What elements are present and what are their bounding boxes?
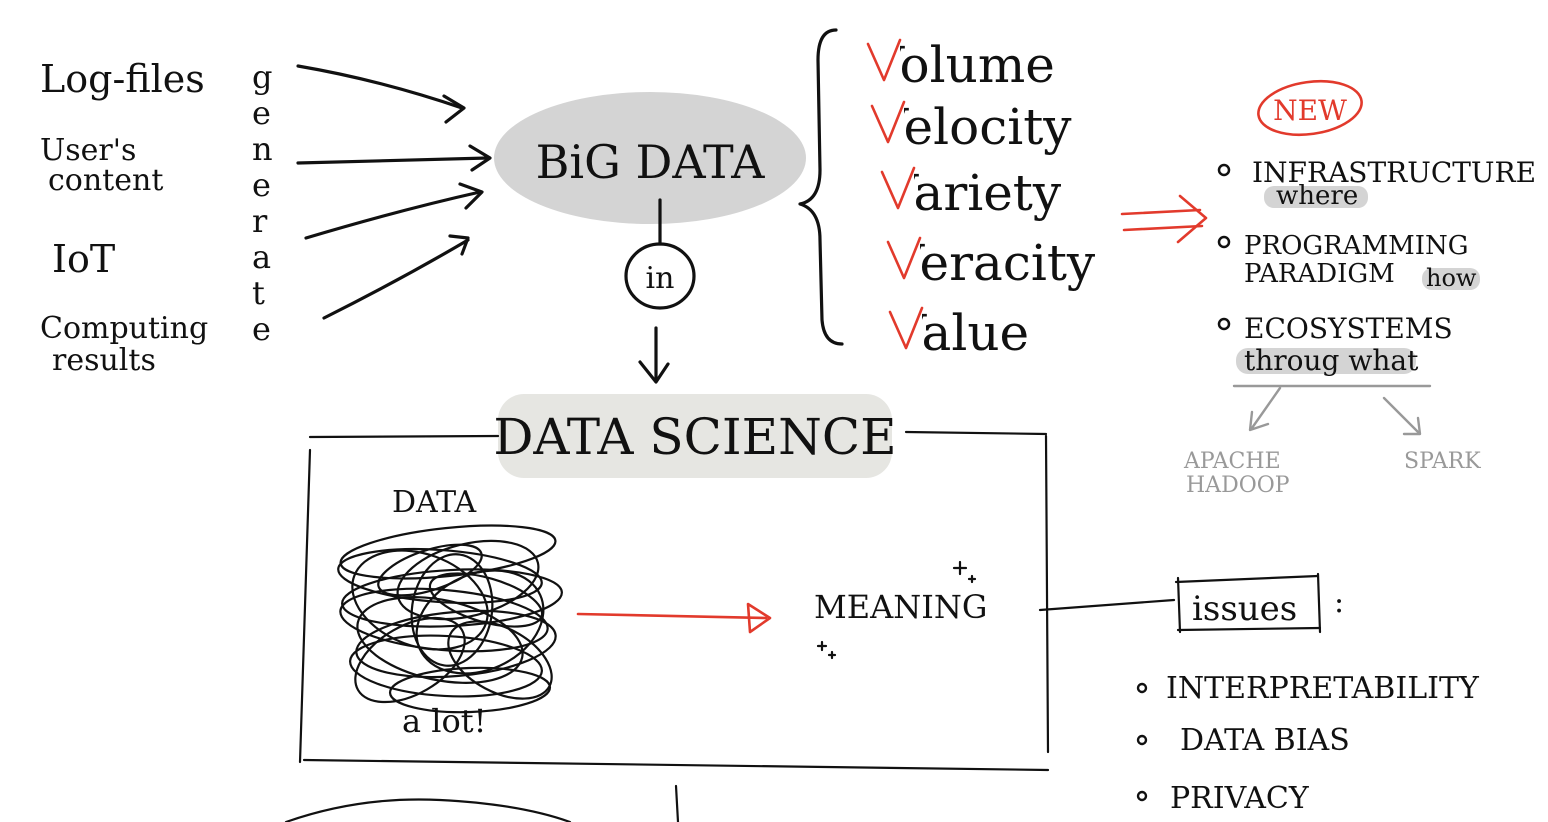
eco-apache: APACHE: [1183, 449, 1281, 474]
sources-group: Log-files User's content IoT Computing r…: [40, 57, 208, 378]
bullet-dot: [1136, 790, 1148, 802]
arrow-line: [322, 238, 470, 320]
generate-letter: e: [252, 166, 271, 204]
new-badge-circle: [1257, 79, 1363, 137]
new-badge-label: NEW: [1273, 94, 1347, 127]
in-label: in: [646, 261, 675, 296]
grey-arrow-head: [1402, 416, 1422, 436]
scribble: [337, 524, 563, 714]
curly-brace: [798, 28, 844, 346]
highlight: [1236, 348, 1416, 374]
source-computing: Computing: [40, 311, 208, 346]
bullet-how: how: [1426, 264, 1477, 292]
generate-letter: e: [252, 310, 271, 348]
bullet-ecosystems: ECOSYSTEMS: [1244, 312, 1453, 345]
source-log-files: Log-files: [40, 57, 205, 101]
bullet-infrastructure: INFRASTRUCTURE: [1252, 156, 1536, 189]
source-iot: IoT: [52, 237, 115, 281]
arrow-line: [304, 190, 482, 240]
source-results: results: [52, 343, 156, 378]
sparkle-icon: [952, 560, 977, 584]
generate-word: g e n e r a t e: [252, 58, 273, 348]
v-velocity: Velocity: [871, 98, 1072, 156]
data-label: DATA: [392, 485, 476, 520]
generate-letter: t: [252, 274, 265, 312]
highlight: [1264, 186, 1368, 208]
issues-colon: :: [1334, 585, 1344, 620]
eco-hadoop: HADOOP: [1186, 473, 1290, 498]
bullet-dot: [1136, 734, 1148, 746]
meaning-label: MEANING: [814, 588, 987, 626]
red-v-mark: [888, 306, 924, 350]
new-badge: NEW: [1257, 79, 1363, 137]
grey-arrow-head: [1248, 410, 1270, 432]
red-v-mark: [880, 166, 916, 210]
arrow-head: [448, 234, 470, 256]
highlight: [1422, 268, 1480, 290]
issues-connector: [1038, 598, 1176, 612]
meaning-node: MEANING: [814, 560, 987, 660]
issues-node: issues :: [1174, 572, 1344, 634]
bullet-programming: PROGRAMMING: [1244, 231, 1469, 261]
v-veracity: Veracity: [887, 234, 1096, 292]
bullet-dot: [1217, 235, 1231, 249]
meaning-arrow: [576, 602, 772, 634]
source-content: content: [48, 163, 163, 198]
eco-spark: SPARK: [1404, 449, 1481, 474]
arrow-head: [468, 144, 492, 172]
arrow-head: [442, 94, 466, 124]
a-lot-label: a lot!: [402, 702, 486, 740]
red-double-arrow: [1120, 194, 1208, 244]
bottom-fragments: [284, 784, 680, 822]
arrow-head: [458, 182, 484, 210]
generate-letter: g: [252, 58, 272, 96]
issues-list: INTERPRETABILITY DATA BIAS PRIVACY: [1136, 671, 1480, 816]
generate-letter: a: [252, 238, 271, 276]
red-v-mark: [886, 236, 922, 280]
bullet-dot: [1217, 163, 1231, 177]
issue-data-bias: DATA BIAS: [1180, 723, 1350, 758]
bullet-dot: [1136, 682, 1148, 694]
bullet-list: INFRASTRUCTURE where PROGRAMMING PARADIG…: [1183, 156, 1536, 498]
tangled-data: DATA a lot!: [337, 485, 563, 740]
data-science-header: DATA SCIENCE: [493, 394, 897, 478]
arrow-line: [296, 64, 464, 110]
in-circle: [624, 242, 696, 310]
issues-label: issues: [1192, 589, 1297, 629]
source-arrows: [296, 64, 492, 320]
sparkle-icon: [816, 640, 837, 660]
v-list: Volume Velocity Variety Veracity Value: [866, 36, 1096, 362]
bullet-throug-what: throug what: [1244, 344, 1419, 377]
issue-privacy: PRIVACY: [1170, 781, 1310, 816]
grey-arrow: [1382, 396, 1420, 434]
data-science-label: DATA SCIENCE: [493, 408, 896, 466]
red-v-mark: [870, 100, 906, 144]
data-science-highlight: [498, 394, 892, 478]
bullet-dot: [1217, 317, 1231, 331]
big-data-blob: [494, 92, 806, 224]
generate-letter: n: [252, 130, 273, 168]
data-science-box: [298, 430, 1050, 772]
red-v-mark: [866, 38, 902, 82]
big-data-label: BiG DATA: [536, 135, 766, 189]
generate-letter: r: [252, 202, 268, 240]
in-connector: in: [624, 198, 696, 384]
bullet-paradigm: PARADIGM: [1244, 259, 1395, 289]
issue-interpretability: INTERPRETABILITY: [1166, 671, 1480, 706]
source-users: User's: [40, 133, 136, 168]
grey-arrow: [1250, 386, 1282, 430]
bullet-where: where: [1276, 181, 1358, 211]
big-data-node: BiG DATA: [494, 92, 806, 224]
arrow-line: [296, 156, 490, 165]
generate-letter: e: [252, 94, 271, 132]
down-arrow-head: [638, 360, 670, 384]
